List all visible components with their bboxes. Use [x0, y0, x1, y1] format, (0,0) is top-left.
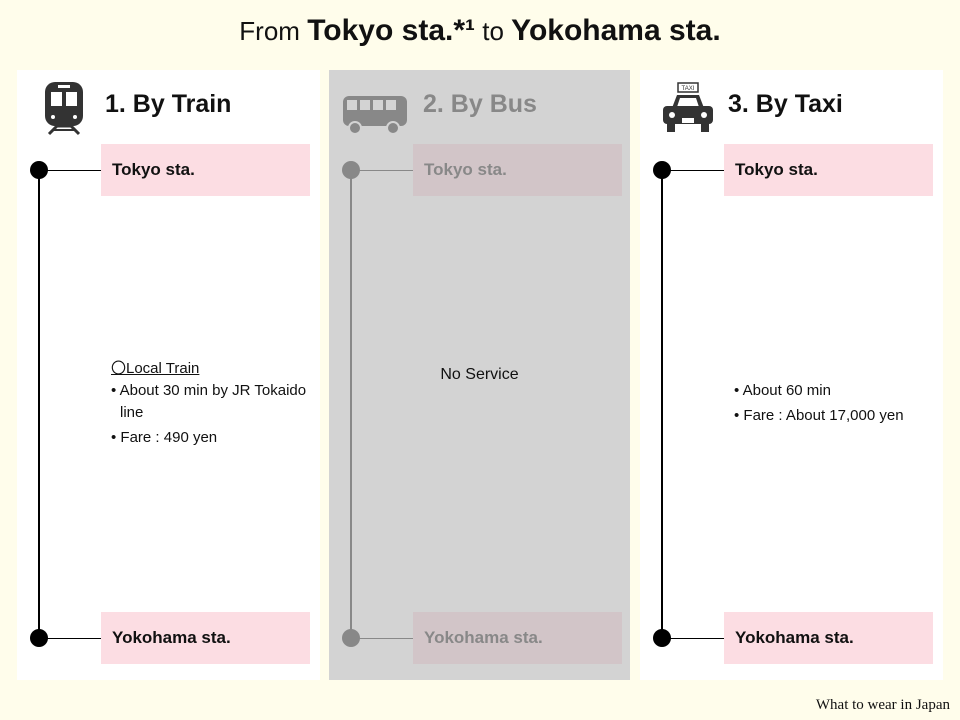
- connector: [662, 638, 724, 639]
- no-service-note: No Service: [440, 366, 519, 383]
- end-station: Yokohama sta.: [724, 612, 933, 664]
- taxi-duration: • About 60 min: [734, 382, 831, 399]
- connector: [39, 638, 101, 639]
- train-info: 〇Local Train • About 30 min by JR Tokaid…: [111, 358, 320, 452]
- connector: [39, 170, 101, 171]
- train-type: 〇Local Train: [111, 360, 200, 377]
- start-station: Tokyo sta.: [724, 144, 933, 196]
- taxi-info: • About 60 min • Fare : About 17,000 yen: [734, 380, 904, 430]
- bus-icon: [343, 96, 407, 135]
- train-fare: • Fare : 490 yen: [111, 429, 218, 446]
- page-title: From Tokyo sta.*¹ to Yokohama sta.: [0, 14, 960, 48]
- end-station: Yokohama sta.: [413, 612, 622, 664]
- taxi-heading: 3. By Taxi: [728, 90, 843, 118]
- taxi-icon: TAXI: [663, 82, 713, 132]
- title-to: to: [482, 16, 504, 46]
- bus-column: 2. By Bus Tokyo sta. No Service Yokohama…: [329, 70, 630, 680]
- route-line: [661, 170, 663, 638]
- connector: [662, 170, 724, 171]
- title-from: From: [239, 16, 300, 46]
- title-origin: Tokyo sta.*¹: [307, 14, 476, 47]
- start-station: Tokyo sta.: [413, 144, 622, 196]
- credit-logo: What to wear in Japan: [815, 697, 950, 713]
- taxi-column: TAXI 3. By Taxi Tokyo sta. • About 60 mi…: [640, 70, 943, 680]
- taxi-sign: TAXI: [682, 86, 695, 92]
- connector: [351, 170, 413, 171]
- end-station: Yokohama sta.: [101, 612, 310, 664]
- train-column: 1. By Train Tokyo sta. 〇Local Train • Ab…: [17, 70, 320, 680]
- route-line: [350, 170, 352, 638]
- bus-heading: 2. By Bus: [423, 90, 537, 118]
- taxi-fare: • Fare : About 17,000 yen: [734, 407, 904, 424]
- title-destination: Yokohama sta.: [511, 14, 721, 47]
- start-station: Tokyo sta.: [101, 144, 310, 196]
- connector: [351, 638, 413, 639]
- train-heading: 1. By Train: [105, 90, 232, 118]
- train-duration: • About 30 min by JR Tokaido line: [111, 382, 307, 421]
- train-icon: [45, 82, 83, 136]
- route-line: [38, 170, 40, 638]
